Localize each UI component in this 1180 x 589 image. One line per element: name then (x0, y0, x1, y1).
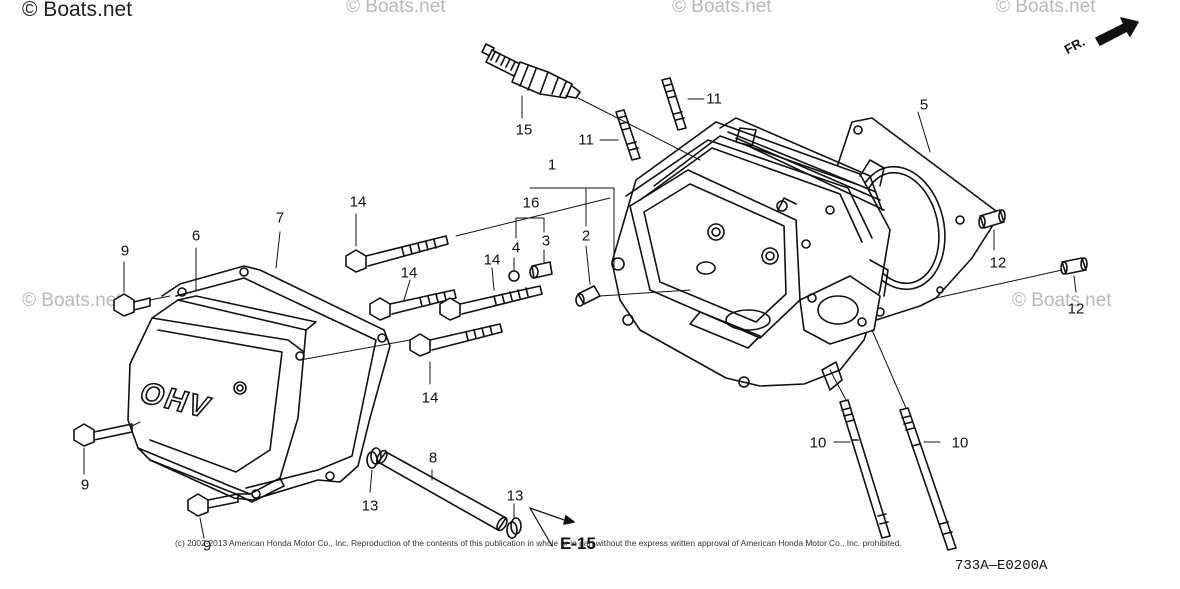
callout-12: 12 (989, 254, 1007, 272)
callout-14: 14 (400, 264, 418, 282)
diagram-code: 733A—E0200A (955, 558, 1048, 574)
flange-bolt (187, 493, 239, 517)
watermark: © Boats.net (1012, 290, 1112, 311)
callout-14: 14 (483, 251, 501, 269)
callout-9: 9 (202, 537, 212, 555)
bolt (439, 285, 543, 321)
callout-11: 11 (578, 131, 594, 149)
bolt (369, 289, 457, 321)
callout-11: 11 (706, 90, 722, 108)
callout-15: 15 (515, 121, 533, 139)
arrow-icon (1095, 17, 1139, 46)
callout-10: 10 (809, 434, 827, 452)
hose-clamp (366, 447, 382, 469)
callout-13: 13 (361, 497, 379, 515)
breather-tube (376, 449, 508, 532)
flange-bolt (73, 423, 133, 447)
stud (661, 77, 687, 131)
watermark: © Boats.net (346, 0, 446, 17)
callout-4: 4 (511, 239, 521, 257)
callout-3: 3 (541, 232, 551, 250)
callout-14: 14 (421, 389, 439, 407)
dowel-pin (978, 209, 1006, 229)
cover-gasket (149, 265, 391, 501)
bolt (409, 323, 503, 357)
watermark-primary: © Boats.net (22, 0, 133, 21)
watermark: © Boats.net (22, 290, 122, 311)
callout-9: 9 (120, 242, 130, 260)
callout-7: 7 (275, 209, 285, 227)
callout-6: 6 (191, 227, 201, 245)
callout-5: 5 (919, 96, 929, 114)
callout-13: 13 (506, 487, 524, 505)
stud (615, 109, 641, 161)
rocker-pivot (529, 261, 553, 279)
hose-clamp (506, 517, 522, 539)
flange-bolt (113, 293, 151, 317)
long-stud (839, 399, 891, 539)
callout-10: 10 (951, 434, 969, 452)
valve-cover (127, 295, 317, 503)
valve-guide (575, 285, 601, 307)
long-stud (899, 407, 957, 551)
callout-8: 8 (428, 449, 438, 467)
callout-9: 9 (80, 476, 90, 494)
callout-2: 2 (581, 227, 591, 245)
spark-plug (481, 43, 581, 99)
callout-14: 14 (349, 193, 367, 211)
callout-16: 16 (522, 194, 540, 212)
watermark: © Boats.net (996, 0, 1096, 17)
cylinder-head (611, 117, 891, 391)
watermark: © Boats.net (672, 0, 772, 17)
callout-1: 1 (547, 156, 557, 174)
dowel-pin (1060, 257, 1088, 275)
seal (508, 270, 520, 282)
bolt (345, 235, 449, 273)
copyright-notice: (c) 2002-2013 American Honda Motor Co., … (175, 538, 902, 548)
reference-link[interactable]: E-15 (560, 534, 596, 553)
callout-12: 12 (1067, 300, 1085, 318)
